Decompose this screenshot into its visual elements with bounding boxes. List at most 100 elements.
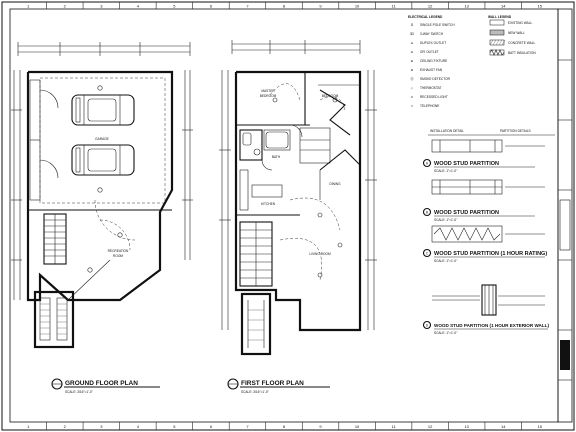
grid-label-bottom: 1 bbox=[27, 424, 30, 429]
ground-floor-plan: GARAGE RECREATION ROOM bbox=[11, 42, 193, 349]
section-b-title: WOOD STUD PARTITION bbox=[434, 210, 499, 216]
room-label-bedroom: BEDROOM bbox=[322, 94, 339, 98]
section-a: A WOOD STUD PARTITION SCALE: 1"=1'-0" bbox=[422, 139, 545, 173]
wall-type-label: EXISTING WALL bbox=[508, 21, 533, 25]
first-floor-stair bbox=[239, 221, 273, 287]
legend-symbol-icon: $ bbox=[411, 23, 413, 27]
details-header-left: INSTALLATION DETAIL bbox=[430, 129, 464, 133]
wall-swatch-hatch bbox=[492, 39, 497, 46]
grid-label-top: 4 bbox=[137, 4, 140, 9]
legend-symbol-label: RECESSED LIGHT bbox=[420, 95, 448, 99]
grid-label-top: 5 bbox=[173, 4, 176, 9]
grid-label-top: 14 bbox=[501, 4, 506, 9]
grid-label-bottom: 13 bbox=[464, 424, 469, 429]
wall-swatch-hatch bbox=[501, 39, 506, 46]
details-header-right: PARTITION DETAILS bbox=[500, 129, 531, 133]
legend-symbol-label: DUPLEX OUTLET bbox=[420, 41, 446, 45]
room-label-recreation: RECREATION bbox=[108, 249, 129, 253]
grid-label-top: 2 bbox=[64, 4, 67, 9]
legend-symbol-label: 3-WAY SWITCH bbox=[420, 32, 444, 36]
section-c: C WOOD STUD PARTITION (1 HOUR RATING) SC… bbox=[422, 225, 547, 263]
legend-symbol-icon: ◇ bbox=[411, 86, 414, 90]
grid-label-top: 7 bbox=[246, 4, 249, 9]
grid-label-top: 1 bbox=[27, 4, 30, 9]
wall-swatch-hatch bbox=[495, 39, 500, 46]
section-a-scale: SCALE: 1"=1'-0" bbox=[434, 169, 457, 173]
legend-symbol-label: THERMOSTAT bbox=[420, 86, 442, 90]
wall-swatch bbox=[489, 39, 505, 46]
grid-label-top: 3 bbox=[100, 4, 103, 9]
grid-label-top: 12 bbox=[428, 4, 433, 9]
grid-label-top: 15 bbox=[538, 4, 543, 9]
grid-label-bottom: 15 bbox=[538, 424, 543, 429]
grid-label-bottom: 8 bbox=[283, 424, 286, 429]
wall-swatch bbox=[489, 19, 505, 26]
room-label-master: MASTER bbox=[261, 89, 275, 93]
legend-symbol-label: TELEPHONE bbox=[420, 104, 439, 108]
room-label-dining: DINING bbox=[329, 182, 341, 186]
grid-label-top: 10 bbox=[355, 4, 360, 9]
grid-label-top: 9 bbox=[319, 4, 322, 9]
wall-legend: WALL LEGEND EXISTING WALL NEW WALL CONCRET… bbox=[488, 15, 536, 56]
grid-label-top: 6 bbox=[210, 4, 213, 9]
section-c-letter: C bbox=[426, 252, 429, 256]
section-d-letter: D bbox=[426, 324, 429, 328]
car-2 bbox=[71, 144, 135, 176]
wall-swatch-hatch bbox=[489, 39, 494, 46]
section-b: B WOOD STUD PARTITION SCALE: 1"=1'-0" bbox=[422, 179, 545, 222]
ground-floor-title: GROUND FLOOR PLAN bbox=[65, 380, 138, 387]
legend-symbol-icon: ▽ bbox=[411, 104, 414, 108]
section-b-scale: SCALE: 1"=1'-0" bbox=[434, 218, 457, 222]
section-d-scale: SCALE: 1"=1'-0" bbox=[434, 331, 457, 335]
first-floor-title: FIRST FLOOR PLAN bbox=[241, 380, 304, 387]
wall-type-label: BATT INSULATION bbox=[508, 51, 536, 55]
section-a-letter: A bbox=[426, 162, 429, 166]
grid-label-bottom: 5 bbox=[173, 424, 176, 429]
room-label-bath: BATH bbox=[272, 155, 281, 159]
electrical-legend-title: ELECTRICAL LEGEND bbox=[408, 15, 443, 19]
legend-symbol-icon: ⊖ bbox=[411, 41, 414, 45]
wall-swatch-zigzag bbox=[489, 49, 505, 56]
legend-symbol-icon: $3 bbox=[410, 32, 414, 36]
legend-symbol-icon: ⊖ bbox=[411, 50, 414, 54]
ground-floor-title-block: GROUND FLOOR PLAN SCALE: 3/16"=1'-0" bbox=[51, 378, 160, 394]
grid-label-bottom: 11 bbox=[392, 424, 397, 429]
grid-label-bottom: 12 bbox=[428, 424, 433, 429]
section-a-title: WOOD STUD PARTITION bbox=[434, 161, 499, 167]
grid-label-bottom: 10 bbox=[355, 424, 360, 429]
first-floor-title-block: FIRST FLOOR PLAN SCALE: 3/16"=1'-0" bbox=[227, 378, 330, 394]
legend-symbol-label: SMOKE DETECTOR bbox=[420, 77, 451, 81]
room-label-living: LIVING ROOM bbox=[309, 252, 331, 256]
first-floor-scale: SCALE: 3/16"=1'-0" bbox=[241, 390, 269, 394]
legend-symbol-label: EXHAUST FAN bbox=[420, 68, 443, 72]
section-d: D WOOD STUD PARTITION (1 HOUR EXTERIOR W… bbox=[422, 284, 549, 335]
section-c-title: WOOD STUD PARTITION (1 HOUR RATING) bbox=[434, 251, 547, 257]
grid-label-bottom: 7 bbox=[246, 424, 249, 429]
wall-swatch-hatch bbox=[498, 39, 503, 46]
room-label-garage: GARAGE bbox=[95, 137, 109, 141]
car-1 bbox=[71, 94, 135, 126]
room-label-master-sub: BEDROOM bbox=[260, 94, 277, 98]
room-label-kitchen: KITCHEN bbox=[261, 202, 276, 206]
grid-label-top: 13 bbox=[464, 4, 469, 9]
grid-label-bottom: 14 bbox=[501, 424, 506, 429]
first-floor-plan: MASTER BEDROOM BEDROOM BATH KITCHEN LIVI… bbox=[219, 40, 377, 356]
legend-symbol-icon: ⊗ bbox=[411, 68, 414, 72]
room-label-recreation-sub: ROOM bbox=[113, 254, 123, 258]
grid-label-bottom: 4 bbox=[137, 424, 140, 429]
section-c-scale: SCALE: 1"=1'-0" bbox=[434, 259, 457, 263]
ground-stair bbox=[43, 213, 67, 265]
grid-label-bottom: 2 bbox=[64, 424, 67, 429]
grid-label-bottom: 6 bbox=[210, 424, 213, 429]
legend-symbol-label: CEILING FIXTURE bbox=[420, 59, 447, 63]
grid-label-top: 8 bbox=[283, 4, 286, 9]
wall-legend-title: WALL LEGEND bbox=[488, 15, 512, 19]
wall-type-label: CONCRETE WALL bbox=[508, 41, 536, 45]
wall-type-label: NEW WALL bbox=[508, 31, 525, 35]
grid-label-bottom: 3 bbox=[100, 424, 103, 429]
section-d-title: WOOD STUD PARTITION (1 HOUR EXTERIOR WAL… bbox=[434, 323, 549, 328]
